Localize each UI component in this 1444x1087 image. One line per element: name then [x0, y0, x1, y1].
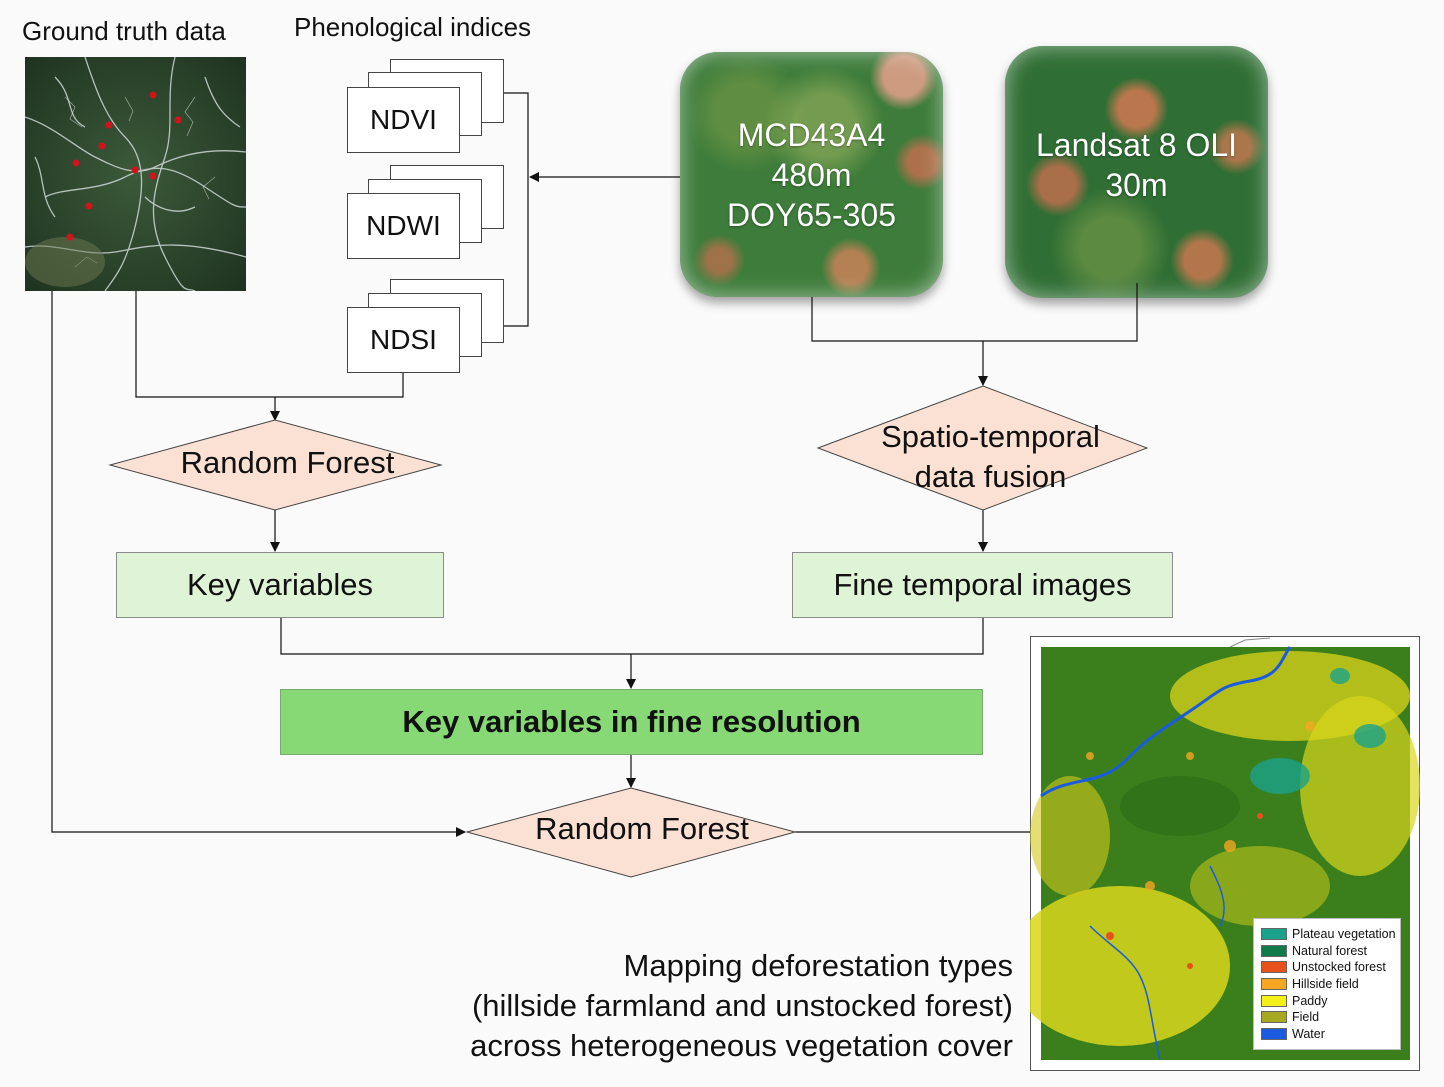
modis-resolution: 480m: [771, 156, 852, 193]
fusion-label-line2: data fusion: [914, 459, 1067, 494]
legend-item: Natural forest: [1261, 943, 1400, 960]
modis-doy: DOY65-305: [727, 196, 896, 233]
legend-swatch: [1261, 961, 1287, 974]
fusion-diamond: [816, 385, 1149, 511]
legend-swatch: [1261, 1011, 1287, 1024]
river: [1040, 646, 1292, 798]
caption-line2: (hillside farmland and unstocked forest): [471, 988, 1013, 1023]
map-legend: Plateau vegetation Natural forest Unstoc…: [1253, 918, 1401, 1050]
ground-truth-title: Ground truth data: [22, 16, 226, 46]
legend-swatch: [1261, 994, 1287, 1007]
landsat-name: Landsat 8 OLI: [1035, 127, 1238, 163]
legend-label: Unstocked forest: [1292, 960, 1386, 975]
modis-name: MCD43A4: [737, 116, 886, 153]
caption-line3: across heterogeneous vegetation cover: [470, 1028, 1013, 1063]
legend-swatch: [1261, 928, 1287, 941]
legend-swatch: [1261, 978, 1287, 991]
indices-bracket: [504, 92, 529, 327]
gt-to-rf-line: [135, 291, 275, 398]
legend-item: Field: [1261, 1009, 1400, 1026]
legend-swatch: [1261, 1027, 1287, 1040]
rf-bottom-diamond: [465, 787, 797, 878]
legend-swatch: [1261, 944, 1287, 957]
fine-images-box: Fine temporal images: [792, 552, 1173, 618]
legend-item: Unstocked forest: [1261, 959, 1400, 976]
merge-line: [280, 618, 984, 655]
ndsi-to-rf-line: [275, 373, 404, 398]
legend-item: Plateau vegetation: [1261, 926, 1400, 943]
phenological-title: Phenological indices: [294, 12, 532, 42]
fusion-label-line1: Spatio-temporal: [881, 419, 1100, 454]
legend-label: Natural forest: [1292, 943, 1368, 958]
legend-item: Hillside field: [1261, 976, 1400, 993]
ndwi-card: NDWI: [347, 193, 460, 259]
ndvi-card: NDVI: [347, 87, 460, 153]
modis-image: MCD43A4 480m DOY65-305: [680, 52, 943, 297]
legend-label: Field: [1292, 1010, 1320, 1025]
legend-item: Paddy: [1261, 992, 1400, 1009]
rf-top-diamond: [108, 419, 443, 511]
legend-label: Plateau vegetation: [1292, 927, 1396, 942]
key-variables-box: Key variables: [116, 552, 444, 618]
caption-line1: Mapping deforestation types: [623, 948, 1013, 983]
rf-bottom-label: Random Forest: [535, 811, 749, 846]
map-texture: [1030, 651, 1420, 1046]
key-fine-box: Key variables in fine resolution: [280, 689, 983, 755]
rf-top-label: Random Forest: [180, 445, 395, 480]
ground-truth-image: [25, 57, 246, 291]
legend-item: Water: [1261, 1026, 1400, 1043]
ndsi-card: NDSI: [347, 307, 460, 373]
legend-label: Hillside field: [1292, 977, 1359, 992]
legend-label: Paddy: [1292, 993, 1328, 1008]
sat-merge-line: [811, 283, 1138, 342]
landsat-image: Landsat 8 OLI 30m: [1005, 46, 1268, 298]
legend-label: Water: [1292, 1026, 1325, 1041]
gt-to-rf-bottom-arrow: [51, 291, 466, 837]
landsat-resolution: 30m: [1105, 167, 1168, 203]
